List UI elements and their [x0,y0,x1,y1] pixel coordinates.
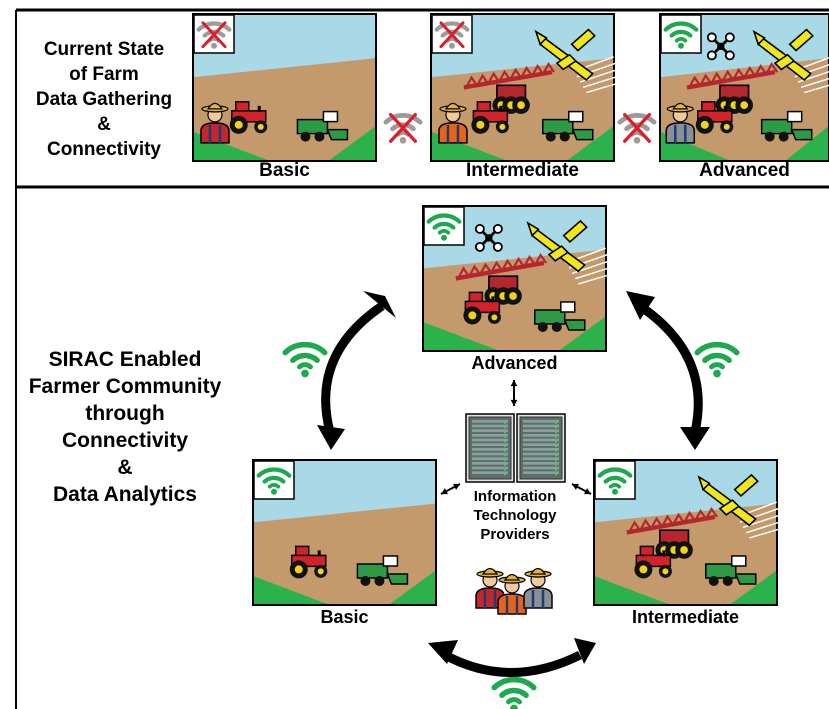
tractor-icon [229,101,268,134]
tractor-icon [695,101,734,134]
sirac-title-line: Connectivity [61,429,189,452]
farmer-icon [438,102,468,144]
no-wifi-icon [434,21,470,49]
grass-right [729,570,777,605]
current-state-title-line: of Farm [69,64,139,85]
sirac-title-line: SIRAC Enabled [48,348,202,371]
combine-icon [356,555,409,586]
panel-label-basic-connected: Basic [320,607,369,627]
tractor-icon [289,545,328,579]
no-wifi-icon [196,21,232,49]
tractor-icon [471,101,509,134]
combine-icon [760,110,813,142]
it-providers-label-line: Providers [480,526,550,543]
grass-left [423,322,500,351]
crop-duster-plane-icon [697,473,786,539]
no-wifi-icon [383,112,423,144]
server-rack-icon [465,413,515,483]
farm-scene-advanced-connected [422,205,615,352]
grass-right [785,125,829,161]
combine-icon [534,301,586,332]
provider-person-icon [523,567,553,609]
sprayer-icon [686,62,779,114]
wifi-icon [597,467,633,495]
grass-right [566,125,614,161]
provider-person-icon [497,573,527,615]
wifi-icon [491,676,537,709]
drone-icon [706,32,735,61]
wifi-icon [426,213,462,241]
current-state-title-line: Data Gathering [35,89,173,110]
farm-scene-intermediate-connected [593,459,786,606]
no-wifi-icon [617,112,657,144]
link-arrow-advanced-intermediate [626,291,710,450]
sirac-title-line: Data Analytics [53,483,197,506]
combine-icon [296,110,349,142]
server-rack-icon [516,413,566,483]
panel-label-intermediate: Intermediate [466,160,579,181]
grass-left [594,576,671,605]
link-arrow-it-intermediate [571,483,592,495]
wifi-icon [663,21,699,49]
it-providers-label-line: Technology [473,507,557,524]
link-arrow-it-basic [440,483,461,495]
sirac-title-line: & [117,456,133,479]
it-providers-label-line: Information [473,488,557,505]
farm-scene-basic-current [192,13,377,162]
farm-scene-advanced-current [659,13,829,162]
tractor-icon [463,291,501,325]
current-state-title-line: Current State [43,39,165,60]
farmer-icon [200,102,230,144]
sprayer-icon [455,252,547,305]
crop-duster-plane-icon [534,28,623,94]
link-arrow-advanced-basic [317,291,396,450]
sprayer-icon [626,506,718,559]
tractor-icon [634,545,672,579]
link-arrow-basic-intermediate [428,638,596,677]
panel-label-advanced-connected: Advanced [471,353,558,373]
current-state-title-line: Connectivity [46,139,162,160]
link-arrow-it-advanced [510,380,518,406]
combine-icon [542,110,594,142]
provider-person-icon [475,567,505,609]
panel-label-basic: Basic [259,160,310,181]
farmer-icon [665,102,696,144]
wifi-icon [282,341,328,378]
crop-duster-plane-icon [752,28,829,94]
sprayer-icon [463,62,555,114]
grass-left [253,576,330,605]
current-state-title-line: & [97,114,111,135]
drone-icon [474,223,503,252]
panel-label-advanced: Advanced [699,160,790,181]
panel-label-intermediate-connected: Intermediate [631,607,740,627]
grass-right [388,570,436,605]
sirac-title-line: Farmer Community [28,375,222,398]
wifi-icon [694,341,740,378]
farm-scene-basic-connected [252,459,437,606]
sirac-title-line: through [85,402,165,425]
combine-icon [705,555,757,586]
grass-right [558,316,606,351]
farm-scene-intermediate-current [430,13,623,162]
crop-duster-plane-icon [526,219,615,285]
grass-right [328,125,376,161]
wifi-icon [256,467,292,495]
